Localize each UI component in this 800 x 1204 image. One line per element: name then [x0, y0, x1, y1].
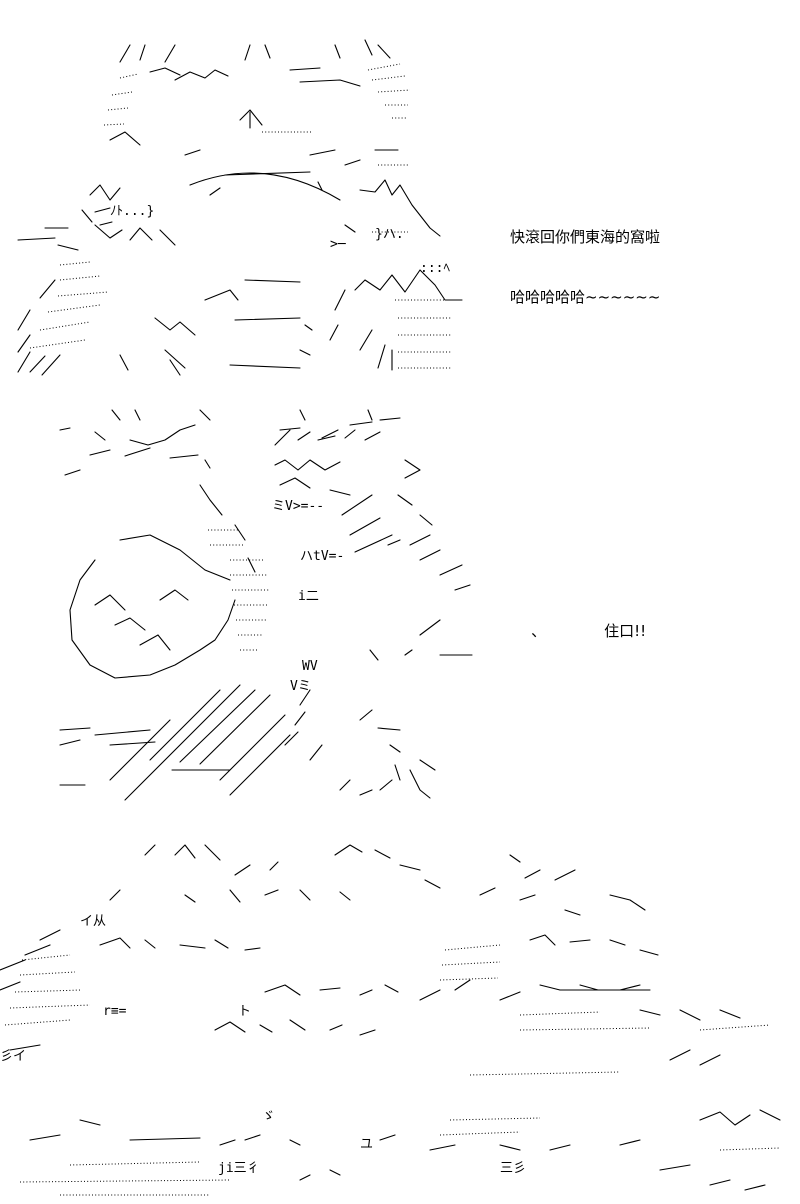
rear-figure-arrow — [397, 459, 433, 526]
dialogue-line: 住口!! — [604, 622, 647, 640]
art-at-v: ハtV=‐ — [300, 549, 344, 564]
speed-lines-upper-right — [341, 494, 471, 591]
speed-lines-center — [199, 484, 256, 573]
art-tou: ト — [238, 1004, 251, 1019]
rear-figure-face — [274, 459, 351, 496]
right-shoulder — [354, 269, 463, 301]
hair-curl-left — [149, 67, 229, 81]
left-hand-tone — [29, 261, 109, 349]
crowd-tone-left — [4, 954, 91, 1026]
svg-text::::ﾍ: :::ﾍ — [420, 261, 450, 276]
nose — [239, 109, 263, 129]
crowd-right-lines — [419, 979, 741, 1066]
right-body-lines — [329, 289, 393, 371]
right-shock-lines — [369, 619, 473, 661]
hair-tone-right — [367, 63, 411, 119]
crowd-head-lines — [109, 879, 646, 916]
hair-tone-left — [103, 73, 139, 126]
art-yu: ユ — [360, 1137, 373, 1152]
art-wv: WV — [302, 659, 318, 674]
crowd-tone-bottom — [19, 1161, 231, 1196]
hair-strands-top — [64, 447, 211, 476]
art-hiragana: ゞ — [262, 1109, 275, 1124]
crowd-face-1 — [99, 937, 261, 951]
crowd-far-right — [699, 1109, 781, 1191]
dialogue-panel-1: 快滾回你們東海的窩啦 哈哈哈哈哈~~~~~~ — [510, 187, 660, 347]
face-left-side — [89, 184, 121, 226]
dialogue-line: 哈哈哈哈哈~~~~~~ — [510, 288, 661, 306]
art-v-mi: Vミ — [290, 679, 311, 694]
art-ji: ji三彳 — [218, 1161, 260, 1176]
crowd-face-2 — [264, 984, 399, 996]
chin-lines — [154, 317, 311, 369]
lower-lines — [119, 349, 186, 376]
arm-shading — [59, 727, 231, 771]
fist-wrist-tone — [230, 559, 270, 651]
art-sanzi: 三彡 — [500, 1161, 526, 1176]
svg-text:ﾉﾄ...}: ﾉﾄ...} — [110, 204, 154, 219]
crowd-right-faces — [529, 934, 659, 991]
hair-strokes — [119, 39, 391, 63]
crowd-left-lines — [0, 929, 61, 1051]
dialogue-line: 快滾回你們東海的窩啦 — [510, 228, 661, 246]
crowd-top-hair — [144, 844, 576, 881]
arm-diagonal-lines — [59, 684, 291, 801]
fist-outline — [69, 534, 236, 679]
hair-eyebrow-right — [289, 67, 361, 87]
cheek-tone-right — [372, 164, 410, 233]
mouth-arc — [189, 172, 356, 233]
fist-knuckles — [94, 589, 189, 651]
panel-2-fist-punch: ミV>=-- ハtV=‐ i二 WV Vミ — [59, 409, 473, 801]
figure-legs — [284, 689, 431, 799]
art-mi-v: ミV>=-- — [272, 499, 324, 514]
panel-3-crowd-scene: イ从 彡イ r≡= ト ユ ji三彳 三彡 ゞ — [0, 844, 781, 1196]
crowd-face-3 — [214, 1019, 376, 1036]
dialogue-mark: 、 — [531, 622, 547, 640]
crowd-tone-right — [439, 944, 651, 1136]
rear-figure-collar — [274, 429, 381, 446]
cuff-tone — [208, 529, 245, 546]
art-i-left: イ从 — [80, 914, 106, 929]
crowd-far-right-tone — [699, 1024, 781, 1151]
cheek-lines — [109, 131, 399, 166]
left-body-lines — [17, 279, 61, 376]
art-ichi: i二 — [298, 589, 319, 604]
top-marks — [59, 409, 401, 446]
face-right-side — [359, 179, 441, 237]
left-hand — [17, 209, 176, 251]
panel-1-laughing-face: }ハ. :::ﾍ ﾉﾄ...} >─ — [17, 39, 463, 376]
svg-text:}ハ.: }ハ. — [375, 227, 404, 242]
right-shoulder-tone — [395, 299, 455, 369]
art-mi-deco: 彡イ — [0, 1049, 26, 1064]
svg-text:>─: >─ — [330, 237, 346, 252]
figure-right-body — [359, 709, 436, 781]
art-rpeq: r≡= — [103, 1004, 127, 1019]
dialogue-panel-2: 、 住口!! — [512, 601, 646, 661]
tongue — [204, 279, 313, 331]
crowd-bottom-lines — [29, 1119, 691, 1181]
